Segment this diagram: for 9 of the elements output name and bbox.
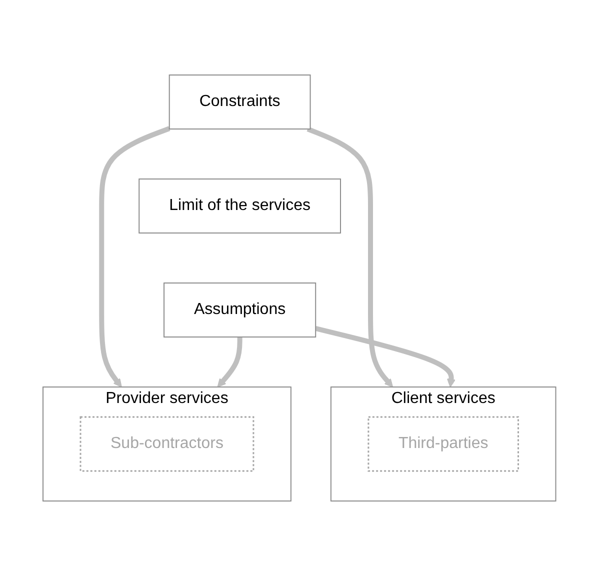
node-box: Sub-contractors	[80, 416, 254, 472]
arrow	[306, 126, 394, 387]
arrow	[217, 336, 242, 387]
node-box: Limit of the services	[138, 178, 342, 233]
node-box: Constraints	[168, 74, 311, 129]
arrow	[99, 126, 170, 387]
node-box: Third-parties	[368, 416, 520, 472]
node-box: Assumptions	[164, 282, 316, 337]
arrow	[315, 326, 456, 387]
